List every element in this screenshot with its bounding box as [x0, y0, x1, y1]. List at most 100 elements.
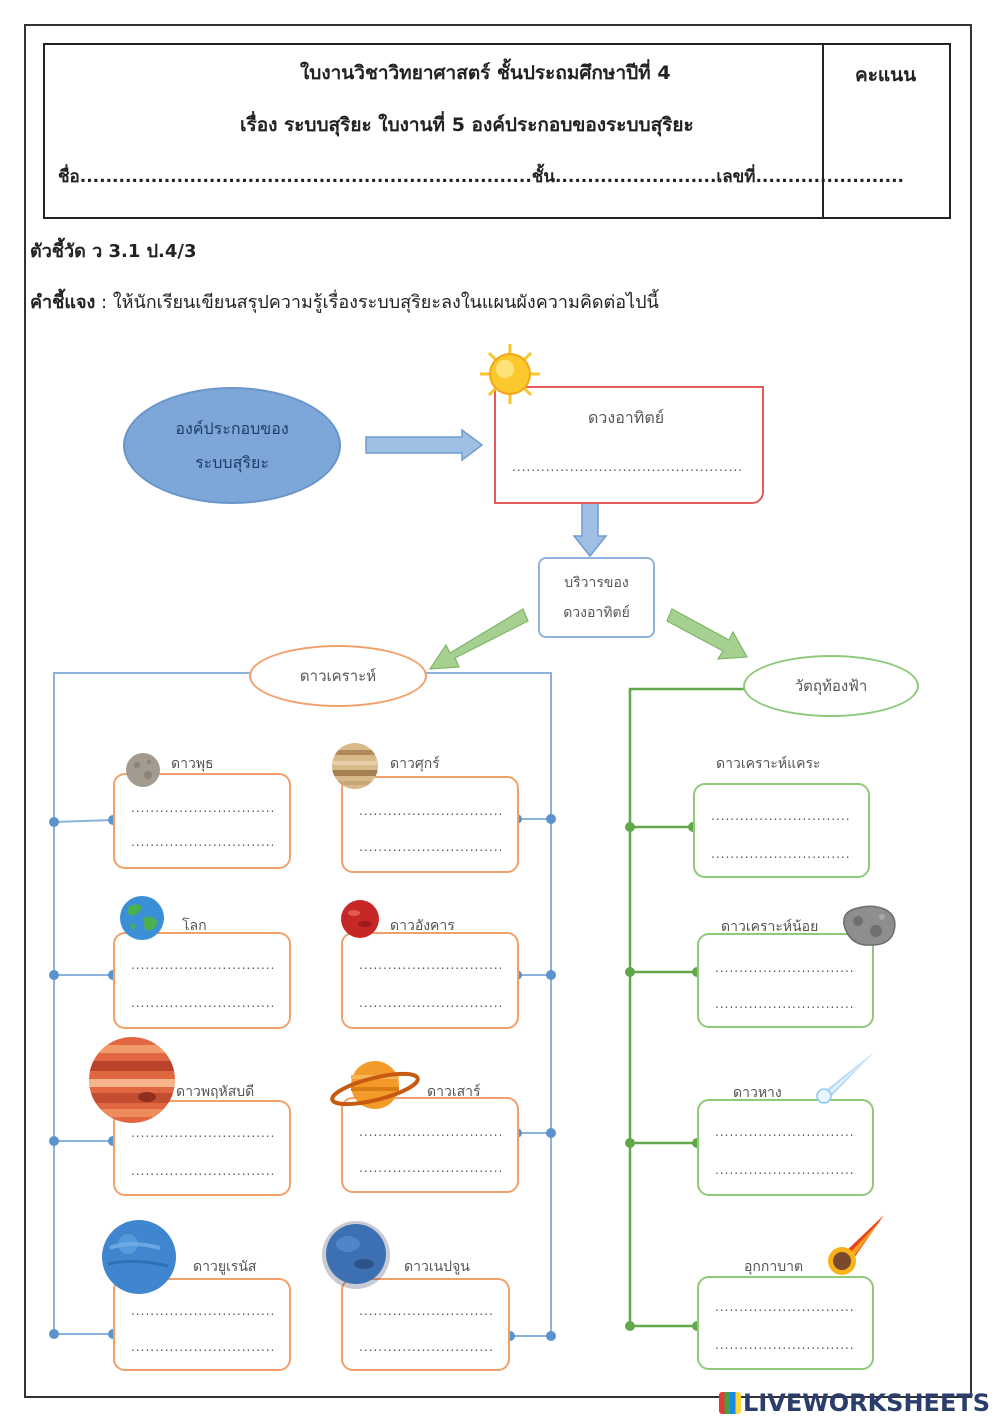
venus-icon [332, 743, 378, 789]
worksheet-title: ใบงานวิชาวิทยาศาสตร์ ชั้นประถมศึกษาปีที่… [300, 62, 671, 84]
connector-dot [49, 1329, 59, 1339]
answer-line[interactable]: .............................. [359, 1125, 501, 1139]
answer-line[interactable]: .............................. [711, 809, 852, 823]
uranus-icon [102, 1220, 176, 1294]
planet-card-jupiter: .............................. .........… [113, 1100, 291, 1196]
answer-line[interactable]: .............................. [359, 804, 501, 818]
answer-line[interactable]: .............................. [715, 1338, 856, 1352]
asteroid-icon [843, 905, 896, 946]
sun-card: ดวงอาทิตย์ .............................… [494, 386, 764, 504]
liveworksheets-logo-text: LIVEWORKSHEETS [743, 1389, 990, 1417]
answer-line[interactable]: .............................. [131, 835, 273, 849]
planet-card-mercury: .............................. .........… [113, 773, 291, 869]
satellites-line1: บริวารของ [564, 574, 629, 591]
connector-dot [505, 1331, 515, 1341]
object-label-asteroid: ดาวเคราะห์น้อย [721, 919, 819, 935]
connector-dot [546, 1128, 556, 1138]
satellites-line2: ดวงอาทิตย์ [563, 604, 630, 621]
root-node: องค์ประกอบของ ระบบสุริยะ [123, 387, 341, 504]
name-class-number-line[interactable]: ชื่อ....................................… [58, 167, 905, 187]
satellites-node: บริวารของ ดวงอาทิตย์ [538, 557, 655, 638]
answer-line[interactable]: .............................. [715, 961, 856, 975]
object-card-dwarf-planet: .............................. .........… [693, 783, 870, 878]
instruction-label: คำชี้แจง [30, 292, 96, 313]
planet-label-neptune: ดาวเนปจูน [404, 1259, 470, 1275]
instruction-row: คำชี้แจง : ให้นักเรียนเขียนสรุปความรู้เร… [30, 287, 659, 316]
arrow-root-to-sun [365, 428, 484, 462]
answer-line[interactable]: .............................. [715, 1163, 856, 1177]
liveworksheets-logo: LIVEWORKSHEETS [719, 1389, 990, 1417]
sun-answer-line[interactable]: ........................................… [512, 460, 744, 474]
object-label-meteorite: อุกกาบาต [744, 1259, 804, 1275]
meteorite-icon [828, 1215, 884, 1275]
arrow-to-objects [666, 608, 748, 660]
indicator-text: ตัวชี้วัด ว 3.1 ป.4/3 [30, 241, 197, 262]
sun-title: ดวงอาทิตย์ [588, 408, 665, 427]
planet-card-saturn: .............................. .........… [341, 1097, 519, 1193]
planets-node: ดาวเคราะห์ [249, 645, 427, 707]
arrow-sun-to-satellites [572, 497, 608, 558]
root-node-line2: ระบบสุริยะ [195, 452, 269, 472]
score-divider [822, 43, 824, 219]
answer-line[interactable]: .............................. [131, 1164, 273, 1178]
planet-label-earth: โลก [182, 918, 207, 934]
arrow-to-planets [428, 608, 529, 670]
answer-line[interactable]: .............................. [359, 840, 501, 854]
planet-label-mercury: ดาวพุธ [171, 756, 214, 772]
planet-label-venus: ดาวศุกร์ [390, 756, 440, 772]
answer-line[interactable]: .............................. [131, 1304, 273, 1318]
connector-dot [625, 1321, 635, 1331]
neptune-icon [322, 1221, 390, 1289]
answer-line[interactable]: .............................. [359, 996, 501, 1010]
connector-dot [546, 970, 556, 980]
answer-line[interactable]: .............................. [131, 958, 273, 972]
instruction-text: : ให้นักเรียนเขียนสรุปความรู้เรื่องระบบส… [95, 292, 659, 313]
answer-line[interactable]: .............................. [711, 847, 852, 861]
page-frame [24, 24, 972, 1398]
planet-card-neptune: .............................. .........… [341, 1278, 510, 1371]
object-card-comet: .............................. .........… [697, 1099, 874, 1196]
planet-card-mars: .............................. .........… [341, 932, 519, 1029]
planet-label-jupiter: ดาวพฤหัสบดี [176, 1084, 255, 1100]
connector-dot [625, 967, 635, 977]
connector-dot [625, 822, 635, 832]
answer-line[interactable]: .............................. [715, 1300, 856, 1314]
connector-dot [49, 817, 59, 827]
planet-card-earth: .............................. .........… [113, 932, 291, 1029]
comet-icon [816, 1052, 874, 1104]
answer-line[interactable]: .............................. [131, 1126, 273, 1140]
root-node-line1: องค์ประกอบของ [175, 418, 289, 438]
answer-line[interactable]: .............................. [359, 1161, 501, 1175]
answer-line[interactable]: .............................. [359, 1304, 492, 1318]
connector-dot [49, 970, 59, 980]
answer-line[interactable]: .............................. [359, 958, 501, 972]
header-box [43, 43, 951, 219]
planet-tree-lines [53, 672, 552, 1337]
score-label: คะแนน [855, 64, 917, 86]
object-label-comet: ดาวหาง [733, 1085, 782, 1101]
planet-label-uranus: ดาวยูเรนัส [193, 1259, 257, 1275]
object-card-asteroid: .............................. .........… [697, 933, 874, 1028]
connector-dot [546, 814, 556, 824]
answer-line[interactable]: .............................. [131, 1340, 273, 1354]
answer-line[interactable]: .............................. [359, 1340, 492, 1354]
object-tree-lines [628, 687, 744, 1328]
worksheet-subtitle: เรื่อง ระบบสุริยะ ใบงานที่ 5 องค์ประกอบข… [240, 114, 694, 136]
answer-line[interactable]: .............................. [715, 997, 856, 1011]
sun-icon [480, 344, 540, 404]
answer-line[interactable]: .............................. [131, 996, 273, 1010]
answer-line[interactable]: .............................. [715, 1125, 856, 1139]
connector-dot [546, 1331, 556, 1341]
planet-card-venus: .............................. .........… [341, 776, 519, 873]
jupiter-icon [89, 1037, 175, 1123]
celestial-objects-node: วัตถุท้องฟ้า [743, 655, 919, 717]
object-label-dwarf-planet: ดาวเคราะห์แคระ [716, 756, 821, 772]
saturn-icon [330, 1061, 420, 1109]
planet-label-mars: ดาวอังคาร [390, 918, 455, 934]
connector-dot [49, 1136, 59, 1146]
object-card-meteorite: .............................. .........… [697, 1276, 874, 1370]
answer-line[interactable]: .............................. [131, 801, 273, 815]
mercury-icon [126, 753, 160, 787]
planet-label-saturn: ดาวเสาร์ [427, 1084, 481, 1100]
